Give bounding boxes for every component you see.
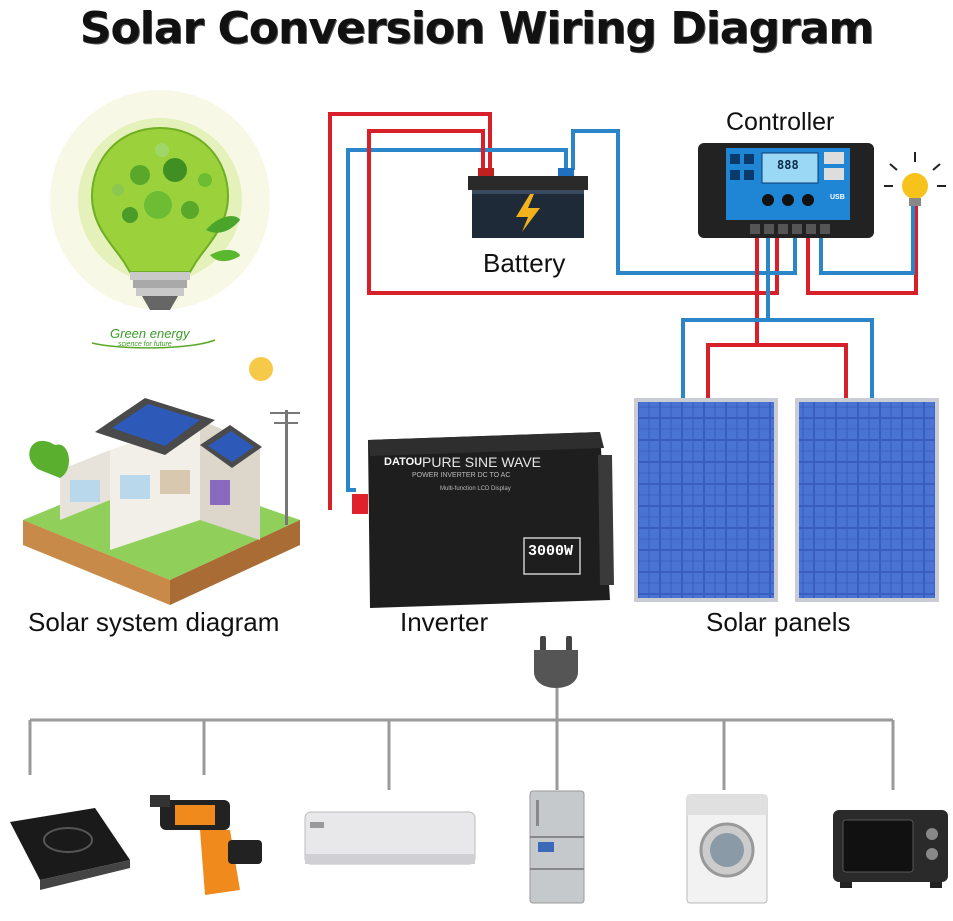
- drill-icon: [150, 795, 262, 895]
- solar-panels: [634, 398, 939, 602]
- page-title: Solar Conversion Wiring Diagram: [79, 3, 874, 54]
- green-energy-subtext: science for future: [118, 341, 172, 348]
- wire-battery-controller-negative: [571, 129, 797, 275]
- lightning-icon: [516, 194, 540, 232]
- inverter-subtitle: POWER INVERTER DC TO AC: [412, 472, 511, 479]
- wire-controller-load-negative: [819, 205, 915, 275]
- light-bulb-icon: [902, 173, 928, 199]
- plug-icon: [534, 636, 578, 688]
- wire-controller-panels-negative: [681, 238, 874, 400]
- microwave-icon: [833, 810, 948, 888]
- green-energy-text: Green energy: [110, 326, 190, 341]
- wires: [328, 112, 918, 510]
- air-conditioner-icon: [304, 811, 476, 865]
- battery: [468, 168, 588, 238]
- washing-machine-icon: [686, 794, 768, 904]
- solar-panel: [795, 398, 939, 602]
- solar-panel: [634, 398, 778, 602]
- wire-inverter-positive: [328, 112, 492, 510]
- solar-panels-label: Solar panels: [706, 607, 851, 637]
- controller-lcd: 888: [777, 158, 799, 172]
- inverter-brand: DATOU: [384, 456, 423, 468]
- wire-controller-panels-positive: [706, 238, 848, 400]
- wire-battery-controller-positive: [367, 129, 779, 295]
- inverter-subtitle-2: Multi-function LCD Display: [440, 486, 511, 492]
- appliances: [10, 790, 948, 904]
- wire-inverter-negative: [346, 148, 568, 492]
- controller-label: Controller: [726, 108, 835, 136]
- refrigerator-icon: [529, 790, 585, 904]
- wire-controller-load-positive: [806, 205, 918, 295]
- solar-house: [23, 357, 300, 605]
- solar-system-label: Solar system diagram: [28, 607, 280, 637]
- inverter-wave-type: PURE SINE WAVE: [422, 454, 542, 470]
- inverter-power-rating: 3000W: [528, 543, 574, 560]
- battery-label: Battery: [483, 248, 566, 278]
- load-bulb: [884, 152, 946, 206]
- charge-controller: [698, 143, 874, 238]
- controller-usb-label: USB: [830, 194, 845, 201]
- induction-cooker-icon: [10, 808, 130, 890]
- sun-icon: [249, 357, 273, 381]
- ac-distribution: [28, 688, 895, 790]
- inverter: [352, 432, 614, 608]
- inverter-label: Inverter: [400, 607, 489, 637]
- green-energy-bulb: [50, 90, 270, 349]
